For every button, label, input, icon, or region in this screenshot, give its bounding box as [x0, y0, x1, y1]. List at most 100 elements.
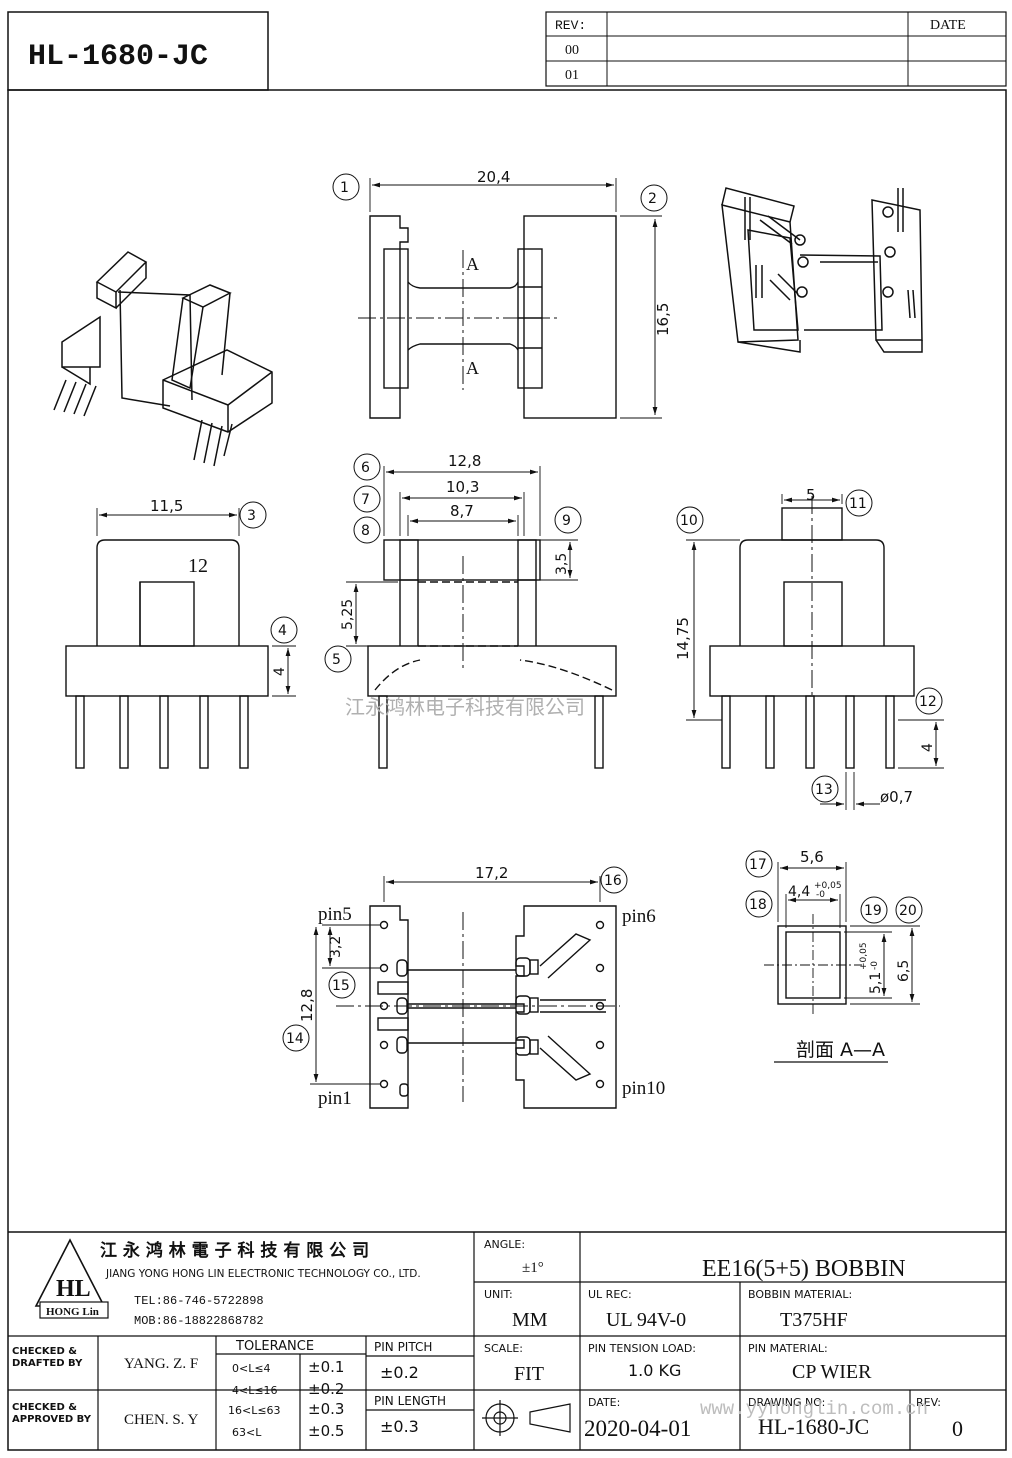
dim-pin-pitch-small: 3,2 — [328, 936, 344, 958]
pin10-label: pin10 — [622, 1078, 665, 1099]
company-name-cn: 江 永 鸿 林 電 子 科 技 有 限 公 司 — [100, 1240, 369, 1261]
tolerance-range-4: 63<L — [232, 1426, 262, 1439]
title-block-frame — [8, 1231, 1006, 1450]
part-number-title: HL-1680-JC — [28, 40, 208, 74]
dim-section-inner-height: 5,1 — [868, 972, 884, 994]
scale-label: SCALE: — [484, 1342, 523, 1355]
logo-mark: HL — [56, 1276, 91, 1302]
rev-header-label: REV: — [555, 18, 586, 33]
logo-subtext: HONG Lin — [46, 1306, 99, 1318]
callout-11: 11 — [849, 496, 867, 512]
tolerance-range-1: 0<L≤4 — [232, 1362, 271, 1375]
ul-rec-value: UL 94V-0 — [606, 1309, 686, 1331]
date-header-label: DATE — [930, 18, 966, 33]
side-view-label: 12 — [188, 555, 208, 577]
dim-window-height: 5,25 — [340, 599, 356, 630]
callout-2: 2 — [648, 191, 657, 207]
angle-label: ANGLE: — [484, 1238, 525, 1251]
callout-20: 20 — [899, 903, 917, 919]
company-logo: HL HONG Lin — [34, 1238, 109, 1319]
tolerance-value-2: ±0.2 — [308, 1380, 344, 1398]
callout-3: 3 — [247, 508, 256, 524]
dim-mid-width: 10,3 — [446, 478, 479, 496]
front-view — [346, 466, 617, 769]
pin-tension-label: PIN TENSION LOAD: — [588, 1342, 696, 1355]
checked-drafted-label: CHECKED & DRAFTED BY — [12, 1346, 82, 1369]
pin-pitch-value: ±0.2 — [380, 1363, 419, 1382]
dim-section-inner-width-tol-lo: -0 — [816, 890, 825, 900]
pin-material-value: CP WIER — [792, 1361, 872, 1383]
dim-flange-height: 4 — [272, 667, 288, 676]
dim-section-inner-height-tol-hi: +0,05 — [859, 942, 869, 970]
dim-pin-column-span: 12,8 — [298, 989, 316, 1022]
pin5-label: pin5 — [318, 904, 352, 925]
scale-value: FIT — [514, 1363, 544, 1385]
checked-approved-name: CHEN. S. Y — [124, 1412, 199, 1428]
rev-value-block: 0 — [952, 1416, 963, 1441]
bobbin-material-label: BOBBIN MATERIAL: — [748, 1288, 852, 1301]
tolerance-value-4: ±0.5 — [308, 1422, 344, 1440]
sheet-frame — [7, 11, 1007, 1451]
company-name-en: JIANG YONG HONG LIN ELECTRONIC TECHNOLOG… — [105, 1268, 421, 1280]
callout-15: 15 — [332, 978, 350, 994]
tolerance-value-1: ±0.1 — [308, 1358, 344, 1376]
dim-top-width: 20,4 — [477, 168, 510, 186]
dim-inner-width: 8,7 — [450, 502, 474, 520]
dim-section-inner-height-tol-lo: -0 — [870, 961, 880, 970]
pin-material-label: PIN MATERIAL: — [748, 1342, 828, 1355]
callout-balloons — [239, 173, 943, 1052]
tolerance-label: TOLERANCE — [235, 1339, 314, 1354]
unit-label: UNIT: — [484, 1288, 513, 1301]
ul-rec-label: UL REC: — [588, 1288, 632, 1301]
callout-18: 18 — [749, 897, 767, 913]
company-tel: TEL:86-746-5722898 — [134, 1294, 264, 1308]
dim-section-outer-height: 6,5 — [896, 960, 912, 982]
callout-4: 4 — [278, 623, 287, 639]
dim-outer-width: 12,8 — [448, 452, 481, 470]
pin-length-value: ±0.3 — [380, 1417, 419, 1436]
callout-5: 5 — [332, 652, 341, 668]
dim-section-inner-width: 4,4 — [788, 884, 810, 900]
pin-pitch-label: PIN PITCH — [374, 1340, 432, 1354]
date-label: DATE: — [588, 1396, 620, 1409]
dim-pin-diameter: ø0,7 — [880, 788, 913, 806]
rev-label-block: REV: — [916, 1396, 941, 1409]
callout-19: 19 — [864, 903, 882, 919]
bobbin-material-value: T375HF — [780, 1309, 848, 1331]
unit-value: MM — [512, 1309, 548, 1331]
drawing-no-value: HL-1680-JC — [758, 1414, 869, 1439]
section-mark-upper: A — [466, 254, 479, 274]
drawing-no-label: DRAWING NO: — [748, 1396, 825, 1409]
isometric-view-right — [721, 187, 923, 353]
dim-side-width: 11,5 — [150, 497, 183, 515]
callout-6: 6 — [361, 460, 370, 476]
pin-tension-value: 1.0 KG — [628, 1361, 681, 1380]
product-name: EE16(5+5) BOBBIN — [702, 1256, 906, 1282]
dim-pin-length: 4 — [920, 743, 936, 752]
callout-1: 1 — [340, 180, 349, 196]
callout-9: 9 — [562, 513, 571, 529]
side-view-right — [686, 494, 944, 810]
callout-10: 10 — [680, 513, 698, 529]
dim-slot-height: 3,5 — [554, 553, 570, 575]
bottom-view — [310, 876, 620, 1109]
tolerance-range-2: 4<L≤16 — [232, 1384, 278, 1397]
callout-13: 13 — [815, 782, 833, 798]
date-value: 2020-04-01 — [584, 1416, 691, 1441]
top-view — [358, 178, 662, 419]
callout-12: 12 — [919, 694, 937, 710]
isometric-view-left — [53, 251, 273, 467]
projection-symbol-icon — [482, 1400, 571, 1436]
dim-section-inner-width-tol-hi: +0,05 — [814, 881, 842, 891]
callout-8: 8 — [361, 523, 370, 539]
callout-7: 7 — [361, 492, 370, 508]
tolerance-range-3: 16<L≤63 — [228, 1404, 281, 1417]
callout-17: 17 — [749, 857, 767, 873]
pin1-label: pin1 — [318, 1088, 352, 1109]
checked-approved-label: CHECKED & APPROVED BY — [12, 1402, 91, 1425]
checked-drafted-name: YANG. Z. F — [124, 1356, 198, 1372]
section-a-a-view — [764, 862, 920, 1063]
angle-value: ±1° — [522, 1260, 544, 1276]
rev-row-00: 00 — [565, 43, 579, 58]
